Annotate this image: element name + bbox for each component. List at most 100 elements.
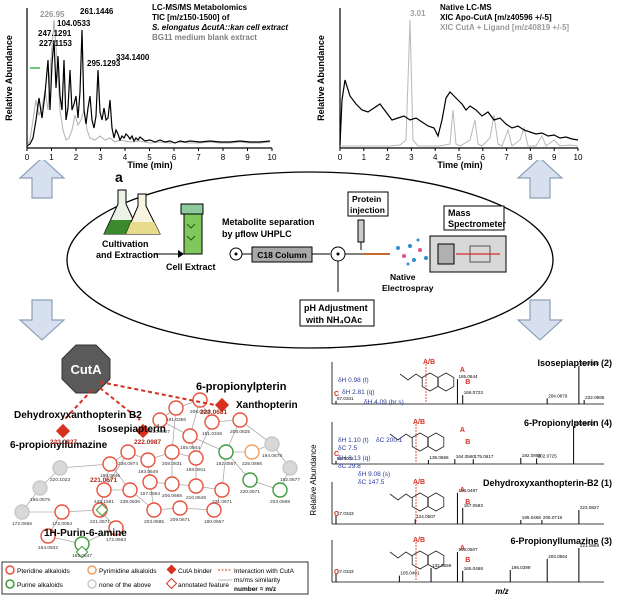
network-node [244,444,260,460]
network-mz-label: 210.0827 [150,429,170,435]
annotated-node [95,503,109,517]
svg-text:A: A [460,545,465,552]
svg-text:ms/ms similarity: ms/ms similarity [234,577,281,584]
network-mz-label: 172.0064 [52,521,72,527]
blank-trace [26,19,271,147]
tic-x-tick-label: 10 [268,153,277,162]
xic-ylabel: Relative Abundance [316,35,326,121]
tic-peak-label: 226.95 [40,10,65,19]
xic-peak-label: 3.01 [410,9,426,18]
network-node [164,476,180,492]
apo-trace [339,79,579,146]
network-compound-label: Isosepiapterin [98,424,166,435]
svg-text:C: C [334,391,339,398]
nmr-annotation: δH 4.09 (br s) [364,399,404,406]
svg-text:A/B: A/B [413,537,425,544]
network-node [152,412,168,428]
svg-text:C: C [334,451,339,458]
binder-6-propionylpterin [214,397,230,413]
xic-title-line: XIC Apo-CutA [m/z40596 +/-5] [440,13,552,22]
network-mz-label: 209.0671 [170,517,190,523]
network-mz-label: 238.0936 [120,499,140,505]
network-labels: 6-propionylpterinXanthopterinDehydroxyxa… [10,381,300,559]
molecular-network: CutA 6-propionylpterinXanthopterinDehydr… [1,344,309,595]
svg-text:B: B [465,557,470,564]
network-mz-label: 225.0666 [242,461,262,467]
nmr-annotation: δC 29.8 [338,463,361,470]
ph-adjustment-box [299,299,375,327]
molecule-structure-icon: A/B [399,359,455,402]
network-node [142,474,158,490]
xic-x-tick-label: 5 [457,153,462,162]
spectrum-peak-label: 105.0491 [400,571,420,576]
spectrum-peak-label: 192.0985 [522,453,542,458]
tic-x-tick-label: 8 [221,153,226,162]
svg-text:CutA binder: CutA binder [178,568,213,575]
ms-label-box [443,205,505,231]
spectrum-peak-label: 205.0719 [543,515,563,520]
network-node [140,452,156,468]
nmr-annotation: δH 3.13 (q) [338,455,371,462]
tic-x-tick-label: 0 [25,153,30,162]
tube-icon [180,203,204,255]
tic-x-tick-label: 4 [123,153,128,162]
spectrum-peak-label: 138.0666 [429,455,449,460]
spectrum-peak-label: 165.0468 [464,566,484,571]
svg-text:B: B [465,379,470,386]
network-node [188,450,204,466]
xic-x-tick-label: 8 [528,153,533,162]
protein-injection-box [347,191,389,217]
svg-text:B: B [465,499,470,506]
tic-peak-label: 247.1291 [38,29,72,38]
network-nodes [14,392,298,559]
network-node [214,482,230,498]
network-node [172,500,188,516]
nmr-annotation: δC 147.5 [358,479,385,486]
network-mz-label: 206.0674 [190,409,210,415]
network-mz-label: 172.0663 [106,537,126,543]
xic-xlabel: Time (min) [437,160,482,170]
network-mz-label: 195.0646 [100,473,120,479]
separation-label: Metabolite separation by µflow UHPLC [222,217,317,239]
tic-title-line: LC-MS/MS Metabolomics [152,3,248,12]
nmr-annotation: δH 2.81 (q) [342,389,375,396]
spectrum-peak-label: 167.0593 [464,503,484,508]
network-mz-label: 445.1581 [94,499,114,505]
xic-x-tick-label: 3 [409,153,414,162]
spectrum-peak-label: 56.9002 [337,456,354,461]
svg-text:C: C [334,569,339,576]
nmr-annotation: δH 9.08 (s) [358,471,390,478]
svg-text:number = m/z: number = m/z [234,586,277,593]
xic-x-tick-label: 9 [552,153,557,162]
network-node [40,528,56,544]
xic-x-tick-label: 10 [574,153,583,162]
network-mz-label: 221.0671 [90,519,110,525]
tic-x-tick-label: 3 [98,153,103,162]
svg-text:annotated feature: annotated feature [178,582,229,589]
spectrum-peak-label: 164.0560 [456,454,476,459]
spectrum-title: Isosepiapterin (2) [537,358,612,368]
tic-x-tick-label: 2 [74,153,79,162]
spectrum-panel: Dehydroxyxanthopterin-B2 (1)57.0343124.0… [331,478,612,525]
svg-text:Pteridine alkaloids: Pteridine alkaloids [17,568,71,575]
network-edge [59,463,111,469]
xic-x-tick-label: 0 [338,153,343,162]
molecule-structure-icon: A/B [389,419,445,462]
workflow-diagram: a Cultivation and Extraction Cell Extrac… [18,160,564,349]
spectrum-peak-label: 160.0507 [458,547,478,552]
network-mz-label: 164.0932 [38,545,58,551]
network-node [242,472,258,488]
nmr-annotation: δH 0.98 (t) [338,377,369,384]
binder-dehydroxyxanthopterin [55,423,71,439]
network-node [264,436,280,452]
network-node [32,480,48,496]
arrow-down-right [516,299,564,341]
spectrum-peak-label: 222.0985 [585,395,605,400]
network-mz-label: 203.0668 [270,499,290,505]
network-mz-label: 236.0974 [118,461,138,467]
network-node [272,482,288,498]
